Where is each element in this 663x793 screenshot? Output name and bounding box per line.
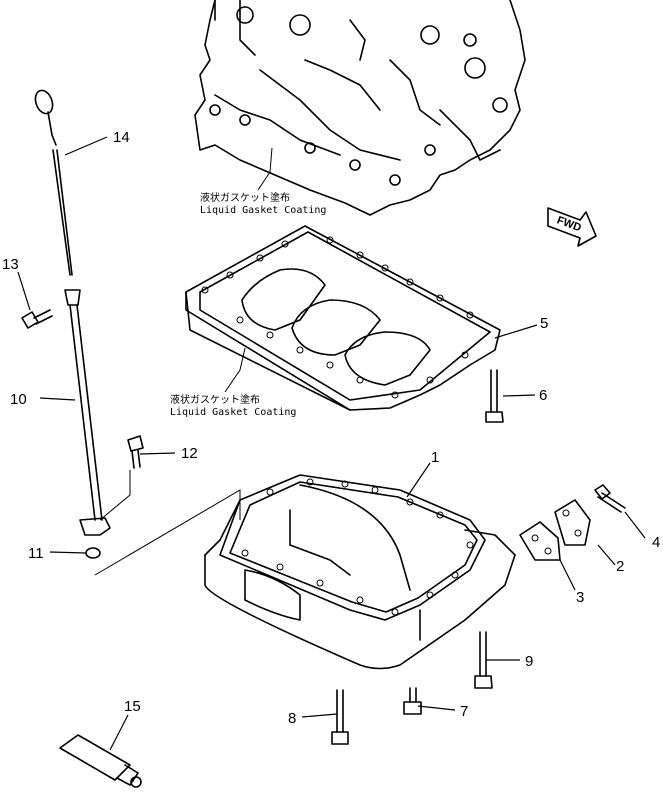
callout-14: 14 [113,129,130,146]
lower-note-en: Liquid Gasket Coating [170,407,296,418]
plate-2 [554,499,591,546]
bolt-12 [127,435,144,469]
callout-6: 6 [539,387,547,404]
callout-13: 13 [2,256,19,273]
leader-4 [624,511,646,539]
upper-note-leader [257,147,273,191]
upper-note-en: Liquid Gasket Coating [200,205,326,216]
bolt-7 [403,687,422,715]
engine-block [194,0,526,216]
callout-3: 3 [576,589,584,606]
leader-10 [39,397,76,401]
oil-pan-adapter [185,225,501,411]
dipstick [34,89,73,276]
leader-5 [494,324,538,339]
fwd-label: FWD [555,214,583,234]
leader-2 [597,544,616,566]
callout-10: 10 [10,391,27,408]
callout-8: 8 [288,710,296,727]
callout-15: 15 [124,698,141,715]
callout-7: 7 [460,703,468,720]
callout-2: 2 [616,558,624,575]
callout-4: 4 [652,534,660,551]
leader-1 [406,462,431,498]
callout-12: 12 [181,445,198,462]
plate-3 [519,521,561,561]
bolt-13 [21,309,53,329]
callout-5: 5 [540,315,548,332]
callout-11: 11 [28,545,44,562]
dipstick-guide [64,289,111,536]
leader-15 [109,714,129,751]
fwd-arrow-icon: FWD [547,207,597,247]
leader-13 [17,271,31,311]
leader-12 [139,452,176,455]
gasket-tube-15 [59,734,142,788]
bolt-8 [331,689,349,745]
guide-bracket-lines [94,470,241,576]
callout-1: 1 [431,449,439,466]
leader-3 [559,559,576,591]
o-ring-11 [85,547,101,559]
callout-9: 9 [525,653,533,670]
leader-8 [301,713,338,718]
lower-note-jp: 液状ガスケット塗布 [170,393,260,406]
oil-pan [204,474,516,670]
bolt-6 [485,369,536,423]
leader-11 [49,551,87,554]
upper-note-jp: 液状ガスケット塗布 [200,191,290,204]
lower-note-leader [224,347,246,393]
bolt-4 [594,484,626,513]
bolt-9 [474,631,493,689]
leader-7 [417,705,456,711]
leader-14 [64,136,108,156]
